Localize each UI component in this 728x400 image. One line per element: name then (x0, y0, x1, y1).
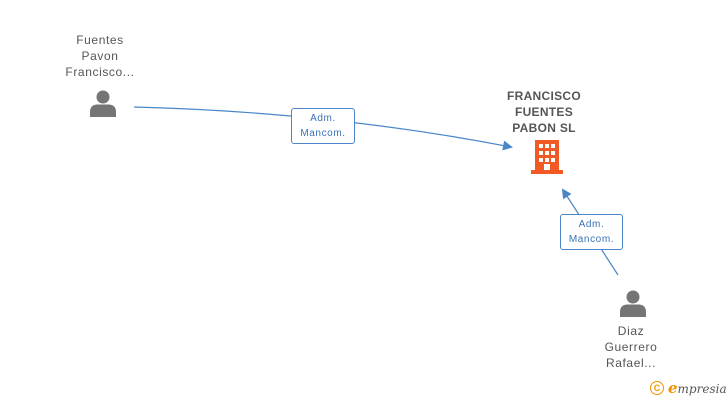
brand-logo: empresia (668, 379, 727, 397)
copyright-icon: C (650, 381, 664, 395)
brand-footer: C empresia (650, 379, 727, 397)
person-name-diaz[interactable]: Diaz Guerrero Rafael... (604, 324, 658, 370)
person-icon[interactable] (618, 288, 648, 318)
relation-label-2[interactable]: Adm. Mancom. (560, 214, 623, 250)
building-icon[interactable] (530, 139, 564, 175)
relation-label-1[interactable]: Adm. Mancom. (291, 108, 355, 144)
person-name-fuentes[interactable]: Fuentes Pavon Francisco... (65, 33, 135, 79)
company-name[interactable]: FRANCISCO FUENTES PABON SL (506, 89, 582, 135)
person-icon[interactable] (88, 88, 118, 118)
